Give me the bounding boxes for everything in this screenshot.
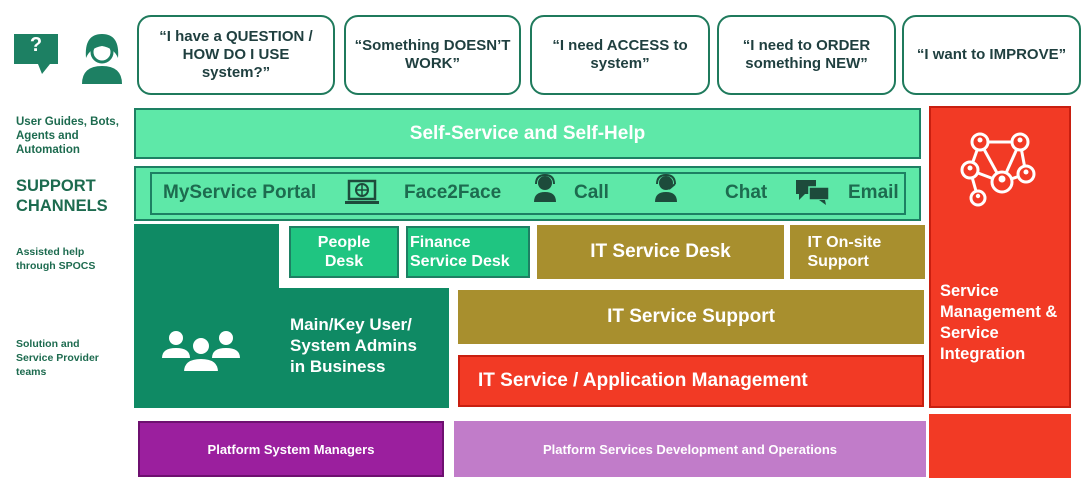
label-solution-teams: Solution and Service Provider teams (16, 338, 99, 378)
laptop-globe-icon (343, 178, 381, 208)
it-onsite-support-box: IT On-site Support (790, 225, 925, 279)
bubble-order: “I need to ORDER something NEW” (717, 15, 896, 95)
channel-call: Call (574, 182, 609, 203)
it-service-desk-label: IT Service Desk (590, 241, 731, 262)
call-agent-icon (652, 173, 680, 204)
it-service-support-box: IT Service Support (458, 290, 924, 344)
support-channels-inner (150, 172, 906, 215)
finance-desk-box: Finance Service Desk (406, 226, 530, 278)
label-assisted-help: Assisted help through SPOCS (16, 246, 96, 272)
finance-desk-label: Finance Service Desk (410, 234, 510, 270)
network-people-icon (958, 128, 1038, 208)
platform-system-managers-label: Platform System Managers (207, 441, 375, 457)
label-support-channels: SUPPORT CHANNELS (16, 177, 108, 215)
people-desk-label: People Desk (317, 234, 371, 270)
service-management-column-foot (929, 414, 1071, 478)
it-service-support-label: IT Service Support (607, 306, 775, 327)
service-management-label: Service Management & Service Integration (940, 282, 1058, 363)
channel-email: Email (848, 182, 899, 203)
user-group-icon (160, 326, 242, 374)
bubble-doesnt-work: “Something DOESN’T WORK” (344, 15, 521, 95)
platform-system-managers-box: Platform System Managers (138, 421, 444, 477)
bubble-question: “I have a QUESTION / HOW DO I USE system… (137, 15, 335, 95)
channel-chat: Chat (725, 182, 768, 203)
headset-person-icon (532, 173, 558, 204)
question-mark: ? (29, 34, 43, 56)
bubble-access: “I need ACCESS to system” (530, 15, 710, 95)
platform-services-label: Platform Services Development and Operat… (542, 441, 838, 457)
main-key-block-top (134, 224, 279, 288)
question-speech-icon: ? (12, 32, 62, 76)
service-management-column (929, 106, 1071, 408)
label-user-guides: User Guides, Bots, Agents and Automation (16, 116, 119, 156)
it-app-management-box: IT Service / Application Management (458, 355, 924, 407)
it-onsite-support-label: IT On-site Support (807, 234, 882, 270)
it-app-management-label: IT Service / Application Management (478, 370, 808, 391)
main-key-label: Main/Key User/ System Admins in Business (290, 315, 417, 376)
channel-face2face: Face2Face (404, 182, 502, 203)
it-service-desk-box: IT Service Desk (537, 225, 784, 279)
platform-services-box: Platform Services Development and Operat… (454, 421, 926, 477)
self-service-bar: Self-Service and Self-Help (134, 108, 921, 159)
self-service-label: Self-Service and Self-Help (409, 122, 646, 144)
chat-bubbles-icon (795, 178, 831, 206)
bubble-improve: “I want to IMPROVE” (902, 15, 1081, 95)
user-woman-icon (76, 28, 128, 86)
main-key-block (134, 288, 449, 408)
people-desk-box: People Desk (289, 226, 399, 278)
channel-myservice-portal: MyService Portal (163, 182, 317, 203)
